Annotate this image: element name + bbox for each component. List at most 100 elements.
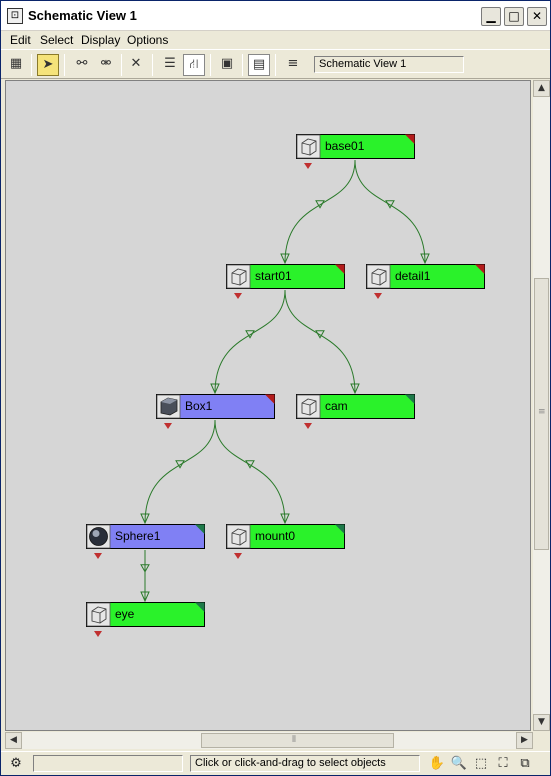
link-direction-arrow [315, 200, 325, 209]
minimize-button[interactable]: ▁ [481, 7, 501, 26]
expand-children-arrow[interactable] [234, 293, 242, 299]
node-Box1[interactable]: Box1 [156, 394, 275, 419]
window-title: Schematic View 1 [28, 8, 137, 23]
link-end-arrow [140, 513, 150, 525]
link-direction-arrow [245, 460, 255, 469]
toolbar: ▦ ➤ ⚯ ⚮ ✕ ☰ ⛙ ▣ ▤ ≡ Schematic View 1 [1, 49, 550, 79]
display-floater-icon[interactable]: ▦ [9, 56, 23, 71]
view-name-field[interactable]: Schematic View 1 [314, 56, 464, 73]
menu-bar: Edit Select Display Options [1, 31, 550, 49]
scroll-right-icon[interactable]: ▶ [516, 732, 533, 749]
unlink-icon[interactable]: ⚮ [100, 56, 112, 71]
list-views-icon[interactable]: ▤ [248, 54, 270, 76]
node-corner-flag [335, 524, 345, 534]
link-end-arrow [350, 383, 360, 395]
expand-children-arrow[interactable] [94, 631, 102, 637]
horizontal-scrollbar[interactable]: ◀ ⦀ ▶ [5, 732, 533, 749]
node-label: Box1 [185, 399, 213, 413]
expand-children-arrow[interactable] [374, 293, 382, 299]
node-detail1[interactable]: detail1 [366, 264, 485, 289]
node-label: mount0 [255, 529, 295, 543]
toolbar-separator [31, 54, 32, 76]
expand-children-arrow[interactable] [94, 553, 102, 559]
scroll-left-icon[interactable]: ◀ [5, 732, 22, 749]
maximize-button[interactable]: □ [504, 7, 524, 26]
scroll-down-icon[interactable]: ▼ [533, 714, 550, 731]
hierarchy-link[interactable] [284, 289, 356, 394]
toolbar-separator [121, 54, 122, 76]
link-direction-arrow [315, 330, 325, 339]
menu-display[interactable]: Display [81, 33, 121, 47]
link-direction-arrow [245, 330, 255, 339]
vertical-scroll-thumb[interactable]: ≡ [534, 278, 549, 550]
link-direction-arrow [385, 200, 395, 209]
node-label: eye [115, 607, 135, 621]
helper-cube-icon [231, 528, 247, 546]
status-bar: ⚙ Click or click-and-drag to select obje… [1, 751, 550, 775]
link-end-arrow [210, 383, 220, 395]
scroll-up-icon[interactable]: ▲ [533, 80, 550, 97]
node-corner-flag [195, 602, 205, 612]
node-corner-flag [265, 394, 275, 404]
toolbar-separator [64, 54, 65, 76]
select-arrow-icon[interactable]: ➤ [37, 54, 59, 76]
node-label: start01 [255, 269, 292, 283]
box-icon [160, 397, 178, 416]
status-message: Click or click-and-drag to select object… [190, 755, 420, 772]
zoom-icon[interactable]: 🔍 [450, 756, 468, 771]
helper-cube-icon [91, 606, 107, 624]
vertical-scrollbar[interactable]: ▲ ≡ ▼ [533, 80, 550, 731]
horizontal-scroll-thumb[interactable]: ⦀ [201, 733, 394, 748]
hierarchy-link[interactable] [144, 419, 216, 524]
hierarchy-link[interactable] [354, 159, 426, 264]
sphere-icon [89, 527, 108, 546]
references-mode-icon[interactable]: ⛙ [183, 54, 205, 76]
node-cam[interactable]: cam [296, 394, 415, 419]
node-Sphere1[interactable]: Sphere1 [86, 524, 205, 549]
close-button[interactable]: ✕ [527, 7, 547, 26]
link-end-arrow [280, 513, 290, 525]
helper-cube-icon [371, 268, 387, 286]
menu-edit[interactable]: Edit [10, 33, 31, 47]
hierarchy-link[interactable] [214, 289, 286, 394]
title-bar[interactable]: ⊡ Schematic View 1 ▁ □ ✕ [1, 1, 550, 31]
node-label: detail1 [395, 269, 431, 283]
zoom-extents-selected-icon[interactable]: ⧉ [520, 756, 530, 771]
status-prompt-field[interactable] [33, 755, 183, 772]
link-direction-arrow [175, 460, 185, 469]
link-end-arrow [280, 253, 290, 265]
pan-hand-icon[interactable]: ✋ [428, 756, 446, 771]
zoom-region-icon[interactable]: ⬚ [474, 756, 488, 771]
node-base01[interactable]: base01 [296, 134, 415, 159]
menu-options[interactable]: Options [127, 33, 169, 47]
link-direction-arrow [140, 564, 150, 573]
hierarchy-link[interactable] [284, 159, 356, 264]
toolbar-separator [275, 54, 276, 76]
menu-select[interactable]: Select [40, 33, 74, 47]
zoom-extents-icon[interactable]: ⛶ [498, 756, 508, 771]
expand-children-arrow[interactable] [164, 423, 172, 429]
node-start01[interactable]: start01 [226, 264, 345, 289]
hide-children-icon[interactable]: ▣ [220, 56, 234, 71]
lock-selection-icon[interactable]: ⚙ [10, 756, 22, 771]
delete-icon[interactable]: ✕ [130, 56, 142, 71]
node-corner-flag [405, 394, 415, 404]
arrange-icon[interactable]: ≡ [287, 56, 299, 71]
hierarchy-link[interactable] [214, 419, 286, 524]
connect-icon[interactable]: ⚯ [76, 56, 88, 71]
hierarchy-mode-icon[interactable]: ☰ [164, 56, 176, 71]
node-eye[interactable]: eye [86, 602, 205, 627]
link-end-arrow [420, 253, 430, 265]
node-label: base01 [325, 139, 365, 153]
node-corner-flag [475, 264, 485, 274]
expand-children-arrow[interactable] [304, 163, 312, 169]
toolbar-separator [210, 54, 211, 76]
expand-children-arrow[interactable] [234, 553, 242, 559]
link-end-arrow [140, 591, 150, 603]
node-mount0[interactable]: mount0 [226, 524, 345, 549]
node-corner-flag [405, 134, 415, 144]
expand-children-arrow[interactable] [304, 423, 312, 429]
